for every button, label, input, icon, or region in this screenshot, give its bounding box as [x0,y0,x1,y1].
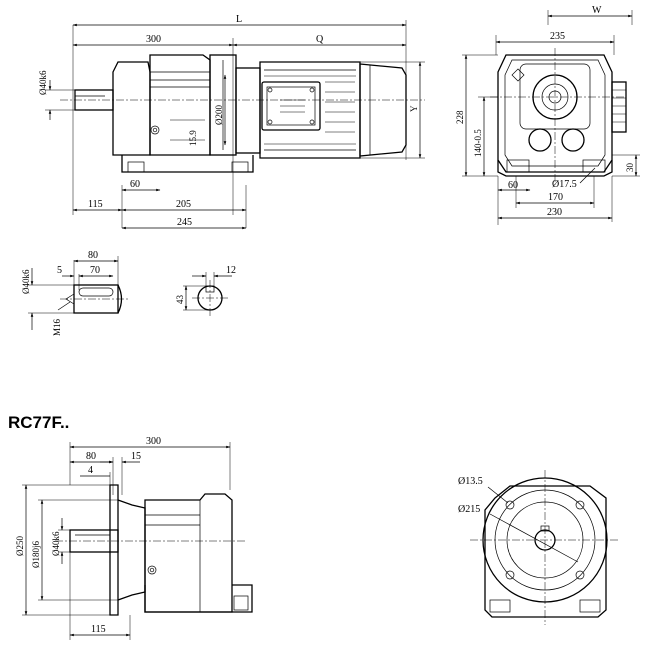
dim-shaft-detail-dia-label: Ø40k6 [21,269,31,294]
flange-housing [144,493,233,613]
brand-logo-icon [511,68,525,82]
key-detail: 12 43 [175,265,236,316]
dim-12-label: 12 [226,265,236,276]
dim-228-label: 228 [455,110,465,124]
dim-5-label: 5 [57,265,62,276]
flange-oil-plug [147,565,157,575]
dim-thread-label: M16 [52,318,62,336]
dim-17-5-label: Ø17.5 [552,179,577,190]
model-title: RC77F.. [8,413,69,432]
dim-flange-80-label: 80 [86,451,96,462]
dim-235-label: 235 [550,31,565,42]
dim-180-label: Ø180j6 [31,541,41,569]
dim-250-label: Ø250 [15,536,25,556]
dim-flange-300-label: 300 [146,436,161,447]
dim-205-label: 205 [176,199,191,210]
dim-Q-label: Q [316,34,324,45]
dim-flange-115-label: 115 [91,624,106,635]
dim-140-label: 140-0.5 [473,129,483,157]
mounting-foot [121,155,254,173]
dim-15-9-label: 15.9 [188,130,198,146]
keyway [78,287,114,297]
dim-115-label: 115 [88,199,103,210]
dim-300-label: 300 [146,34,161,45]
dim-flange-4-label: 4 [88,465,93,476]
dim-43-label: 43 [175,295,185,305]
flange-foot [144,584,253,613]
dim-170-label: 170 [548,192,563,203]
dim-245-label: 245 [177,217,192,228]
dim-W-label: W [592,5,602,16]
dim-L-label: L [236,14,242,25]
bolt-hole-2 [575,500,585,510]
dim-60-label: 60 [130,179,140,190]
gear-housing-front [112,61,151,156]
bolt-hole-1 [505,500,515,510]
dim-60-end-label: 60 [508,180,518,191]
dim-200-label: Ø200 [214,105,224,125]
top-end-view: W 235 228 [455,5,640,225]
dim-flange-15-label: 15 [131,451,141,462]
dim-230-label: 230 [547,207,562,218]
flange-end-view: Ø13.5 Ø215 [458,470,620,625]
flange-end-housing [484,485,607,618]
dim-shaft-dia-label: Ø40k6 [38,70,48,95]
shaft-detail: 80 70 5 Ø40k6 M16 [21,250,128,336]
top-side-view: L 300 Q Ø40k6 15.9 [38,14,425,230]
flange-neck [117,499,146,601]
bolt-hole-3 [505,570,515,580]
motor-flange [235,67,261,154]
bolt-hole-4 [575,570,585,580]
oil-plug [150,125,160,135]
dim-70-label: 70 [90,265,100,276]
motor-body [259,61,361,159]
dim-Y-label: Y [409,105,419,112]
motor-side-fins [611,81,627,133]
terminal-box [261,81,321,131]
dim-30-label: 30 [625,163,635,173]
bearing-bore-left [528,128,552,152]
output-flange [109,484,119,616]
bearing-bore-right [561,128,585,152]
dim-80-label: 80 [88,250,98,261]
dim-13-5-label: Ø13.5 [458,476,483,487]
flange-side-view: 300 80 15 4 Ø250 [15,436,253,640]
fan-cover [359,63,407,157]
dim-flange-40-label: Ø40k6 [51,531,61,556]
dim-215-label: Ø215 [458,504,480,515]
